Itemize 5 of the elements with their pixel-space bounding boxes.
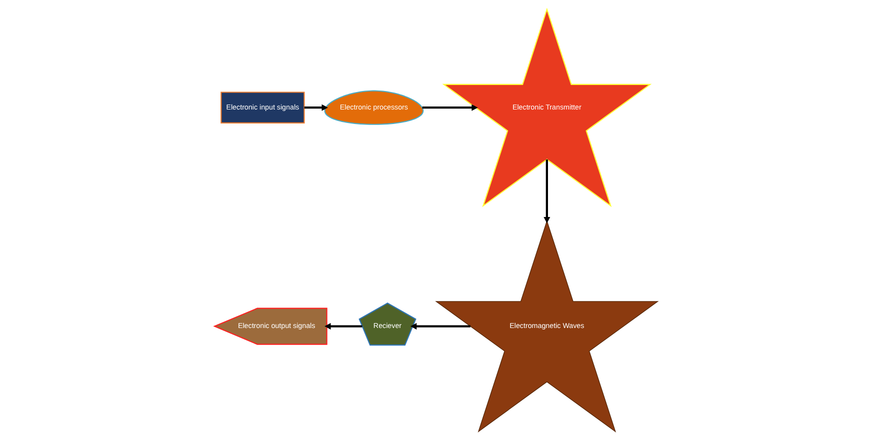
- arrow: [422, 104, 478, 111]
- arrow: [324, 323, 362, 330]
- arrow: [304, 104, 328, 111]
- arrow: [410, 323, 470, 330]
- arrow: [543, 159, 550, 224]
